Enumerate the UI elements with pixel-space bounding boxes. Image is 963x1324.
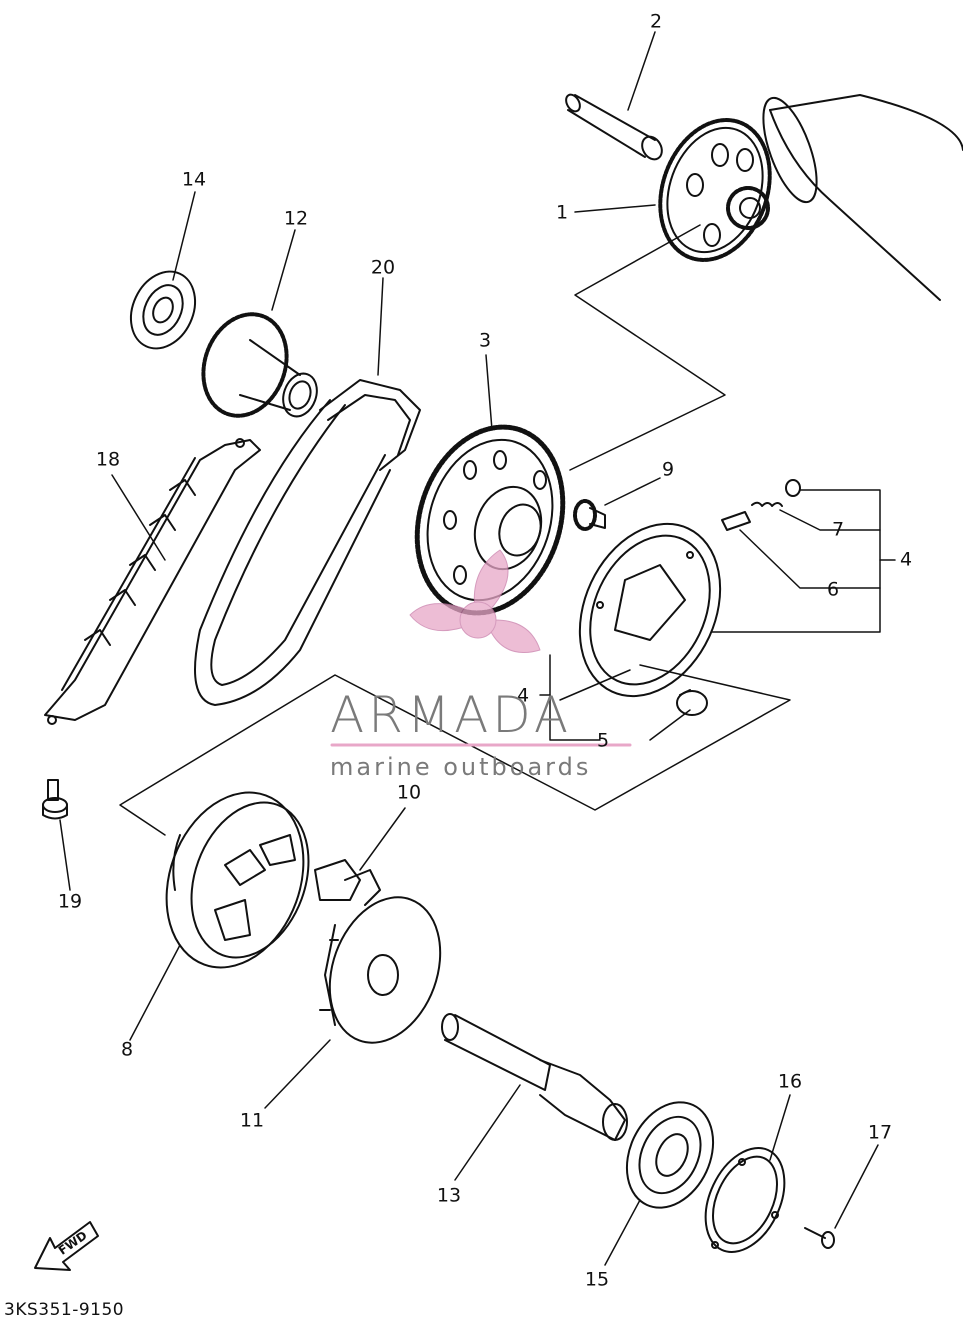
part-14-bearing [129,191,197,350]
crank-housing [762,94,963,301]
part-8-housing [129,791,310,1041]
part-9-small-gear [573,477,661,531]
callout-4-bottom: 4 [516,684,530,707]
callout-7: 7 [831,518,845,541]
callout-18: 18 [95,448,121,471]
part-code: 3KS351-9150 [4,1300,125,1320]
part-16-plate [704,1094,791,1253]
assembly-line-1-3 [569,224,726,471]
callout-19: 19 [57,890,83,913]
part-12-gear [201,229,318,418]
part-4-clutch [578,522,722,698]
part-2-pin [565,31,663,161]
callout-9: 9 [661,458,675,481]
callout-10: 10 [396,781,422,804]
part-5-roller [676,689,708,716]
callout-15: 15 [584,1268,610,1291]
part-18-chain-guide [44,438,261,725]
bracket-lines [539,489,896,741]
callout-5: 5 [596,729,610,752]
parts-6-7 [721,479,801,531]
fwd-arrow-icon [34,1221,99,1271]
callout-20: 20 [370,256,396,279]
part-20-chain [194,277,421,706]
part-3-sprocket [414,354,566,616]
callout-6: 6 [826,578,840,601]
callout-11: 11 [239,1109,265,1132]
watermark-brand: ARMADA [330,686,573,744]
propeller-logo-icon [409,549,541,653]
callout-4-top: 4 [899,548,913,571]
callout-13: 13 [436,1184,462,1207]
watermark-subtitle: marine outboards [330,753,592,781]
part-1-gear [574,118,772,262]
callout-12: 12 [283,207,309,230]
part-19-bolt [42,779,71,891]
part-17-bolt [804,1144,879,1249]
part-10 [314,807,406,906]
callout-3: 3 [478,329,492,352]
part-13-shaft [441,1013,628,1181]
callout-14: 14 [181,168,207,191]
callout-8: 8 [120,1038,134,1061]
callout-2: 2 [649,10,663,33]
callout-17: 17 [867,1121,893,1144]
assembly-line-4-8 [119,664,791,836]
callout-16: 16 [777,1070,803,1093]
callout-1: 1 [555,201,569,224]
part-15-bearing [604,1101,715,1266]
part-11-disc [264,896,442,1109]
